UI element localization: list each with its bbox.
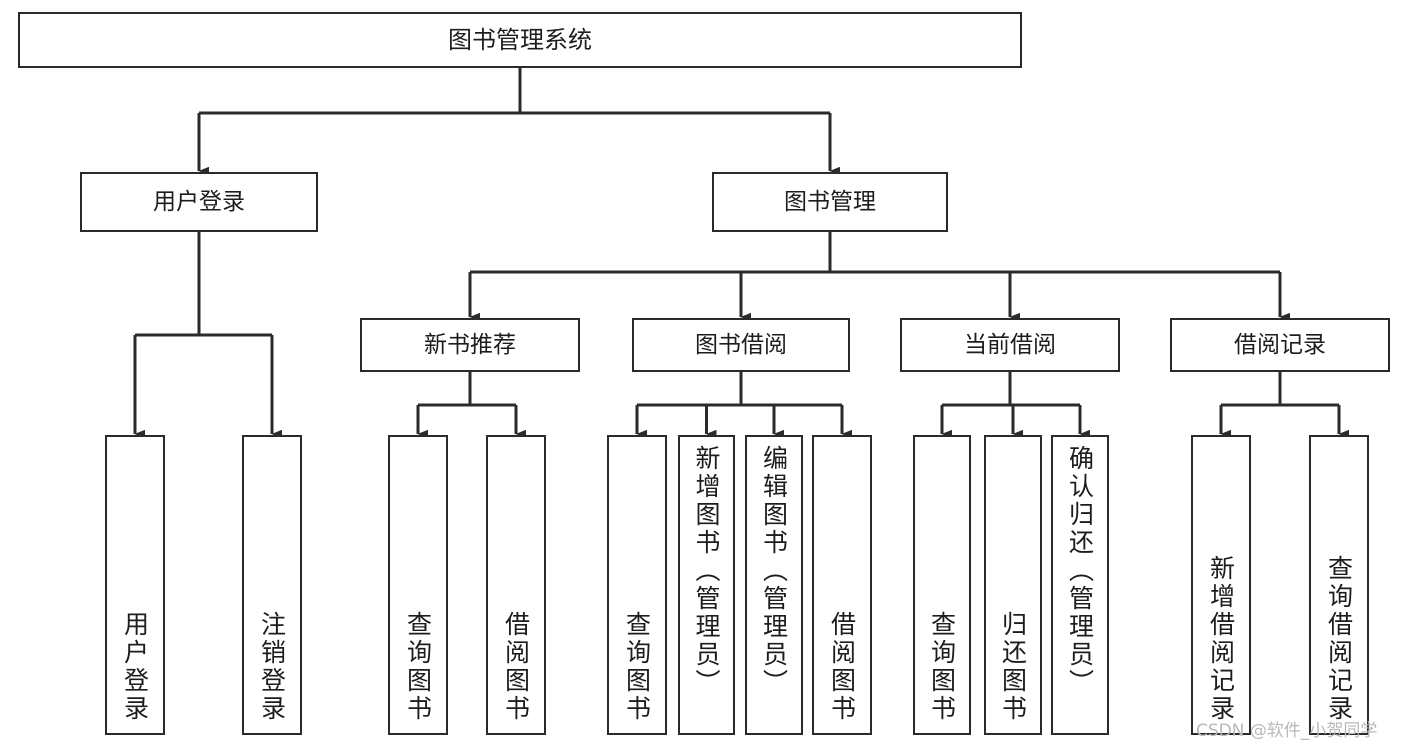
node-leaf-query-record[interactable]: 查询借阅记录 xyxy=(1309,435,1369,735)
node-label-leaf-add-book: 新增图书（管理员） xyxy=(692,445,721,697)
node-leaf-query-book-2[interactable]: 查询图书 xyxy=(607,435,667,735)
node-leaf-return-book[interactable]: 归还图书 xyxy=(984,435,1042,735)
node-book-borrow[interactable]: 图书借阅 xyxy=(632,318,850,372)
node-label-leaf-query-record: 查询借阅记录 xyxy=(1324,555,1354,723)
node-new-book-rec[interactable]: 新书推荐 xyxy=(360,318,580,372)
node-label-current-borrow: 当前借阅 xyxy=(964,331,1056,358)
node-label-leaf-logout: 注销登录 xyxy=(257,611,287,723)
node-leaf-add-record[interactable]: 新增借阅记录 xyxy=(1191,435,1251,735)
node-label-new-book-rec: 新书推荐 xyxy=(424,331,516,358)
node-label-root: 图书管理系统 xyxy=(448,26,592,54)
node-user-login[interactable]: 用户登录 xyxy=(80,172,318,232)
node-label-leaf-add-record: 新增借阅记录 xyxy=(1206,555,1236,723)
node-leaf-borrow-book-1[interactable]: 借阅图书 xyxy=(486,435,546,735)
node-label-book-manage: 图书管理 xyxy=(784,188,876,215)
node-label-leaf-return-book: 归还图书 xyxy=(998,611,1028,723)
node-leaf-add-book[interactable]: 新增图书（管理员） xyxy=(678,435,735,735)
node-label-leaf-confirm-return: 确认归还（管理员） xyxy=(1065,445,1095,697)
node-label-leaf-query-book-3: 查询图书 xyxy=(927,611,957,723)
node-label-borrow-record: 借阅记录 xyxy=(1234,331,1326,358)
node-leaf-edit-book[interactable]: 编辑图书（管理员） xyxy=(745,435,803,735)
node-label-leaf-borrow-book-1: 借阅图书 xyxy=(501,611,531,723)
node-leaf-query-book-1[interactable]: 查询图书 xyxy=(388,435,448,735)
node-leaf-logout[interactable]: 注销登录 xyxy=(242,435,302,735)
node-label-leaf-query-book-2: 查询图书 xyxy=(622,611,652,723)
node-label-user-login: 用户登录 xyxy=(153,188,245,215)
node-current-borrow[interactable]: 当前借阅 xyxy=(900,318,1120,372)
node-book-manage[interactable]: 图书管理 xyxy=(712,172,948,232)
node-leaf-confirm-return[interactable]: 确认归还（管理员） xyxy=(1051,435,1109,735)
node-label-book-borrow: 图书借阅 xyxy=(695,331,787,358)
node-label-leaf-query-book-1: 查询图书 xyxy=(403,611,433,723)
node-leaf-user-login[interactable]: 用户登录 xyxy=(105,435,165,735)
node-label-leaf-borrow-book-2: 借阅图书 xyxy=(827,611,857,723)
node-leaf-borrow-book-2[interactable]: 借阅图书 xyxy=(812,435,872,735)
edge-group xyxy=(133,68,1349,439)
node-label-leaf-edit-book: 编辑图书（管理员） xyxy=(759,445,789,697)
node-label-leaf-user-login: 用户登录 xyxy=(120,611,150,723)
node-leaf-query-book-3[interactable]: 查询图书 xyxy=(913,435,971,735)
node-root[interactable]: 图书管理系统 xyxy=(18,12,1022,68)
node-borrow-record[interactable]: 借阅记录 xyxy=(1170,318,1390,372)
